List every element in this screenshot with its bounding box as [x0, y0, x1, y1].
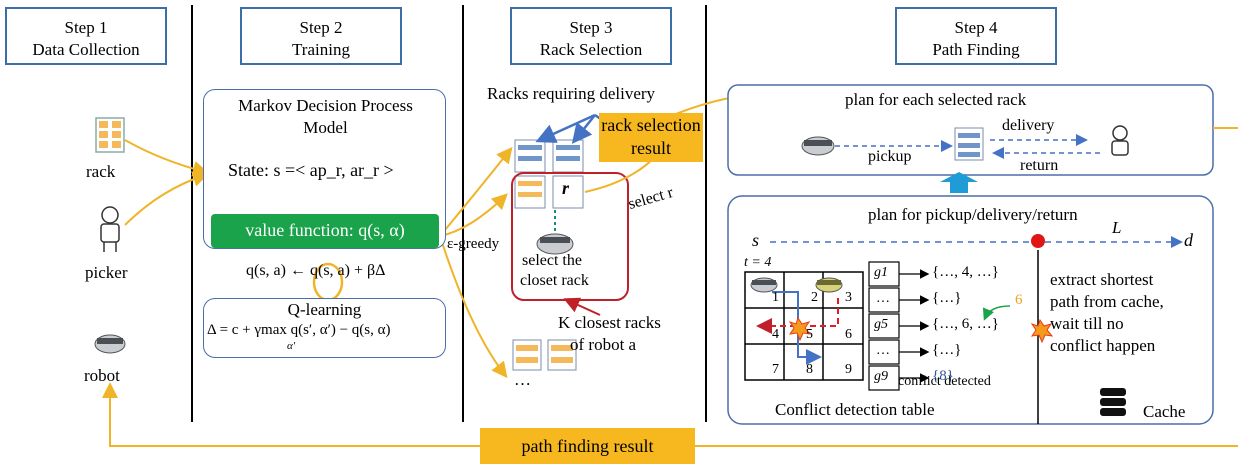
collision-star [788, 316, 812, 342]
step-3-num: Step 3 [569, 18, 613, 37]
plan-each-box [727, 84, 1214, 176]
conflict-table-label: Conflict detection table [775, 400, 935, 419]
value-function-box [211, 214, 439, 248]
pickup-label: pickup [868, 148, 912, 165]
plan-each-label: plan for each selected rack [845, 90, 1027, 109]
qlearning-box [203, 298, 446, 358]
robot-icon [94, 334, 126, 354]
step-3-box: Step 3 Rack Selection [510, 7, 672, 65]
picker-icon [100, 206, 120, 252]
rack-ellipsis: … [514, 370, 531, 389]
return-label: return [1020, 157, 1059, 174]
L-label: L [1112, 218, 1122, 237]
select-closest-1: select the [522, 252, 582, 269]
rack-selection-result-2: result [631, 138, 671, 158]
update-formula: q(s, a) ← q(s, a) + βΔ [246, 262, 386, 279]
grid-cell-2: 2 [811, 290, 818, 305]
table-value-5: {8} [932, 368, 954, 384]
step-4-box: Step 4 Path Finding [895, 7, 1057, 65]
table-key-g1: g1 [874, 265, 888, 280]
step-1-name: Data Collection [32, 40, 140, 59]
grid-cell-4: 4 [772, 327, 779, 342]
cache-label: Cache [1143, 402, 1186, 421]
conflict-star [1030, 318, 1054, 344]
step-1-num: Step 1 [64, 18, 108, 37]
table-value-1: {…, 4, …} [932, 264, 999, 280]
step-4-name: Path Finding [932, 40, 1020, 59]
table-key-g9: g9 [874, 369, 888, 384]
step-4-num: Step 4 [954, 18, 998, 37]
step-2-name: Training [292, 40, 350, 59]
racks-requiring-label: Racks requiring delivery [487, 84, 656, 103]
grid-cell-5: 5 [806, 327, 813, 342]
egreedy-label: ε-greedy [447, 236, 500, 252]
robot-label: robot [84, 366, 120, 385]
step4-robot-icon [801, 136, 835, 156]
step-2-num: Step 2 [299, 18, 343, 37]
mdp-title-1: Markov Decision Process [238, 96, 413, 115]
grid-cell-6: 6 [845, 327, 852, 342]
step-1-box: Step 1 Data Collection [5, 7, 167, 65]
step-3-name: Rack Selection [539, 40, 643, 59]
step3-robot-icon [536, 233, 574, 255]
select-closest-2: closet rack [520, 272, 589, 289]
plan-pdr-label: plan for pickup/delivery/return [868, 205, 1078, 224]
grid-cell-3: 3 [845, 290, 852, 305]
rack-group-bottom [512, 339, 577, 371]
up-arrow-body [950, 181, 968, 193]
grid-cell-7: 7 [772, 362, 779, 377]
qlearning-subscript: α′ [287, 340, 296, 352]
value-function-label: value function: q(s, α) [245, 220, 405, 240]
conflict-detected-label: conflict detected [898, 374, 991, 389]
step-2-box: Step 2 Training [240, 7, 402, 65]
grid-robot-2 [815, 277, 843, 293]
s-label: s [752, 230, 760, 250]
picker-label: picker [85, 263, 128, 282]
rack-r-label: r [562, 178, 570, 198]
grid-robot-1 [750, 277, 778, 293]
table-value-2: {…} [932, 290, 962, 306]
table-key-4: … [876, 343, 890, 358]
table-value-3: {…, 6, …} [932, 316, 999, 332]
extract-line-4: conflict happen [1050, 336, 1156, 355]
state-formula: State: s =< ap_r, ar_r > [228, 160, 394, 180]
path-finding-result: path finding result [480, 428, 695, 464]
step4-rack-icon [954, 127, 984, 161]
qlearning-title: Q-learning [287, 300, 362, 319]
table-key-2: … [876, 291, 890, 306]
extract-line-1: extract shortest [1050, 270, 1154, 289]
t-label: t = 4 [744, 255, 772, 270]
six-label: 6 [1015, 292, 1023, 308]
table-key-g5: g5 [874, 317, 888, 332]
qlearning-formula: Δ = c + γmax q(s′, α′) − q(s, α) [207, 322, 391, 338]
rack-selection-result-box: rack selection result [599, 113, 703, 162]
step4-picker-icon [1111, 125, 1129, 156]
k-closest-2: of robot a [570, 335, 637, 354]
extract-line-2: path from cache, [1050, 292, 1164, 311]
plan-pdr-box [727, 195, 1214, 425]
rack-selection-result-1: rack selection [601, 115, 701, 135]
mdp-title-2: Model [303, 118, 348, 137]
rack-icon [95, 117, 125, 153]
extract-line-3: wait till no [1050, 314, 1124, 333]
delivery-label: delivery [1002, 117, 1055, 134]
grid-cell-1: 1 [772, 290, 779, 305]
cache-icon [1100, 388, 1126, 416]
grid-cell-9: 9 [845, 362, 852, 377]
k-closest-1: K closest racks [558, 313, 661, 332]
rack-label: rack [86, 162, 116, 181]
d-label: d [1184, 230, 1193, 250]
table-value-4: {…} [932, 342, 962, 358]
grid-cell-8: 8 [806, 362, 813, 377]
